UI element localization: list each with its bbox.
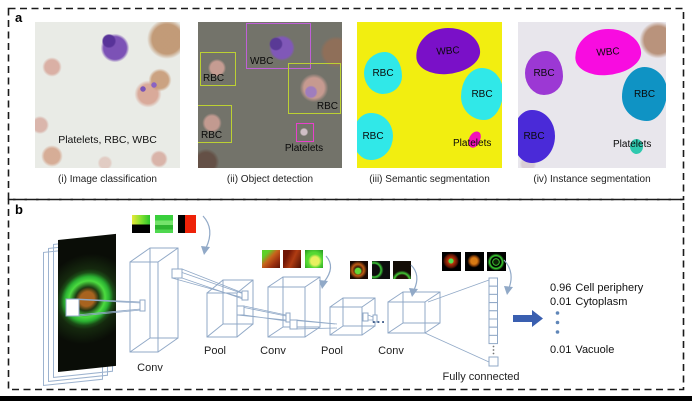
layer-ellipsis: ...: [372, 311, 386, 326]
output-ellipsis-dots-icon: [555, 311, 560, 334]
bounding-box-wbc: WBC: [246, 23, 311, 69]
fc-ellipsis-dots-icon: [492, 345, 495, 355]
fully-connected-label: Fully connected: [442, 371, 520, 383]
output-class: Cytoplasm: [575, 296, 628, 308]
filter-thumbnail: [132, 215, 150, 233]
panel-b-label: b: [15, 202, 23, 217]
subfig-object-detection: WBC RBC RBC RBC Platelets (ii) Object de…: [198, 22, 342, 185]
curved-arrow-icon: [202, 215, 512, 291]
layer-label-conv2: Conv: [260, 345, 286, 357]
feature-map-thumbnail: [350, 261, 368, 279]
box-label-platelets: Platelets: [284, 143, 324, 154]
receptive-field-lines: [65, 268, 490, 363]
layer-label-conv1: Conv: [137, 362, 163, 374]
output-arrow-icon: [513, 310, 543, 327]
layer-label-pool1: Pool: [203, 345, 227, 357]
fully-connected-units: [488, 277, 499, 367]
subfig-caption: (i) Image classification: [58, 174, 157, 185]
feature-map-thumbnail: [465, 252, 484, 271]
conv3-cube: [387, 291, 441, 334]
bounding-box-platelets: [296, 123, 314, 142]
detection-image: WBC RBC RBC RBC Platelets: [198, 22, 342, 168]
box-label: RBC: [201, 130, 223, 141]
region-label: RBC: [372, 67, 394, 79]
output-score: 0.96: [550, 282, 572, 294]
blood-smear-image: Platelets, RBC, WBC: [35, 22, 180, 168]
curved-arrowheads: [201, 246, 513, 297]
feature-map-thumbnail: [305, 250, 323, 268]
box-label: RBC: [316, 101, 338, 112]
classification-label: Platelets, RBC, WBC: [58, 134, 157, 146]
instance-rbc: RBC: [622, 67, 666, 121]
feature-map-thumbnail: [283, 250, 301, 268]
region-label: RBC: [523, 131, 545, 142]
box-label: RBC: [203, 73, 225, 84]
region-rbc: RBC: [357, 113, 393, 160]
pool1-cube: [206, 279, 254, 338]
output-score: 0.01: [550, 344, 572, 356]
semantic-mask-image: WBC RBC RBC RBC Platelets: [357, 22, 502, 168]
box-label: WBC: [250, 56, 274, 67]
feature-map-thumbnail: [262, 250, 280, 268]
panel-a-label: a: [15, 10, 23, 25]
region-label: RBC: [471, 88, 493, 100]
subfig-image-classification: Platelets, RBC, WBC (i) Image classifica…: [35, 22, 180, 185]
region-label: RBC: [633, 88, 656, 100]
filter-thumbnail: [155, 215, 173, 233]
region-rbc: RBC: [364, 52, 402, 94]
instance-rbc: RBC: [518, 110, 555, 163]
conv2-cube: [267, 276, 321, 338]
panel-a-dashed-border: [7, 7, 685, 201]
output-class: Vacuole: [575, 344, 615, 356]
output-class: Cell periphery: [575, 282, 644, 294]
instance-mask-image: WBC RBC RBC RBC Platelets: [518, 22, 666, 168]
feature-map-thumbnail: [442, 252, 461, 271]
layer-label-pool2: Pool: [320, 345, 344, 357]
filter-thumbnail: [178, 215, 196, 233]
instance-rbc: RBC: [525, 51, 563, 95]
subfig-caption: (iii) Semantic segmentation: [369, 174, 490, 185]
bounding-box-rbc: RBC: [198, 105, 232, 143]
pool2-cube: [329, 297, 376, 336]
bottom-bar: [0, 396, 692, 401]
subfig-instance-segmentation: WBC RBC RBC RBC Platelets (iv) Instance …: [518, 22, 666, 185]
instance-platelets: [630, 139, 643, 154]
feature-map-thumbnail: [372, 261, 390, 279]
conv1-cube: [129, 247, 179, 353]
region-rbc: RBC: [461, 68, 502, 120]
bounding-box-rbc: RBC: [200, 52, 236, 86]
output-score: 0.01: [550, 296, 572, 308]
region-label-platelets: Platelets: [613, 139, 652, 150]
patch-squares: [65, 268, 378, 330]
region-label: RBC: [362, 131, 384, 142]
panel-b-dashed-border: [7, 198, 685, 391]
layer-label-conv3: Conv: [378, 345, 404, 357]
region-label: RBC: [533, 67, 555, 79]
subfig-caption: (iv) Instance segmentation: [533, 174, 651, 185]
subfig-semantic-segmentation: WBC RBC RBC RBC Platelets (iii) Semantic…: [357, 22, 502, 185]
subfig-caption: (ii) Object detection: [226, 174, 314, 185]
feature-map-thumbnail: [487, 252, 506, 271]
feature-map-thumbnail: [393, 261, 411, 279]
region-label-platelets: Platelets: [453, 138, 492, 149]
bounding-box-rbc: RBC: [288, 63, 341, 114]
